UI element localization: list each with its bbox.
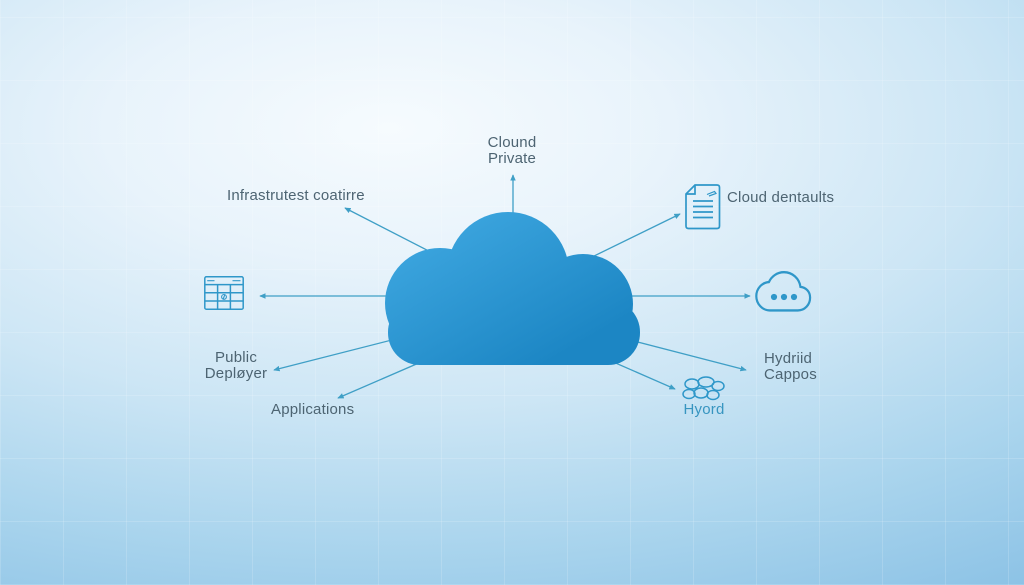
cloud-ellipsis-icon [755, 271, 812, 312]
label-private-cloud: Clound Private [488, 135, 537, 167]
label-public-deployer-line1: Public [214, 349, 258, 366]
document-icon [685, 184, 721, 230]
label-applications: Applications [271, 401, 355, 418]
table-grid-icon [204, 276, 244, 310]
label-hybrid-cloud-line2: Cappos [764, 366, 817, 383]
label-public-deployer: Public Depløyer [205, 350, 267, 382]
label-public-deployer-line2: Depløyer [204, 365, 268, 382]
label-hybrid-cluster: Hyord [683, 401, 725, 418]
central-cloud [385, 212, 640, 365]
cloud-cluster-icon [682, 376, 725, 401]
label-private-cloud-line1: Clound [487, 134, 537, 151]
label-cloud-details: Cloud dentaults [727, 189, 835, 206]
label-hybrid-cloud: Hydriid Cappos [764, 351, 817, 383]
label-infrastructure: Infrastrutest coatirre [227, 187, 365, 204]
label-hybrid-cloud-line1: Hydriid [764, 350, 813, 367]
label-private-cloud-line2: Private [487, 150, 537, 167]
